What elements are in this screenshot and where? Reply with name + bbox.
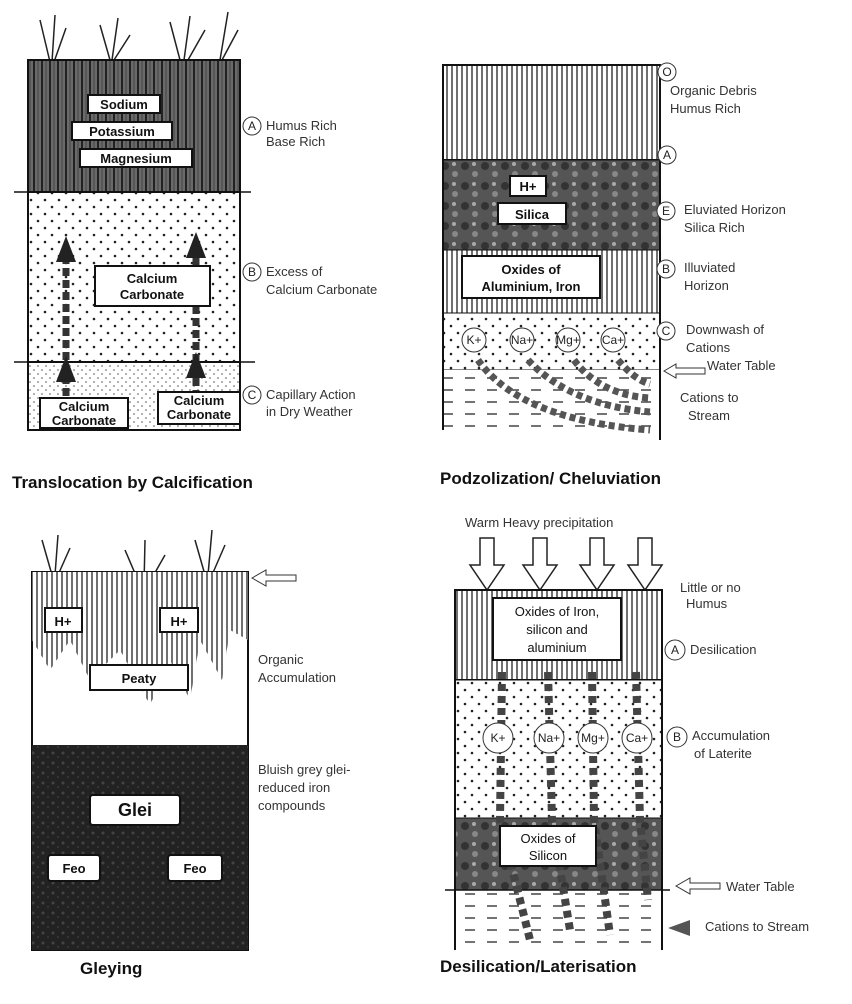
water-table-label: Water Table [707, 358, 776, 373]
horizon-b-label: Excess of [266, 264, 323, 279]
horizon-a-marker: A [671, 643, 679, 657]
stream-label: Cations to Stream [705, 919, 809, 934]
oxides-box: silicon and [526, 622, 587, 637]
arrow-left-icon [674, 877, 721, 895]
horizon-e-marker: E [662, 204, 670, 218]
upward-arrow [62, 255, 200, 420]
horizon-c-marker: C [248, 388, 257, 402]
grass-icon [41, 529, 226, 586]
horizon-b-label: Accumulation [692, 728, 770, 743]
sodium-cation: Na+ [511, 333, 533, 347]
glei-description-label: Bluish grey glei- [258, 762, 351, 777]
oxides-box: Oxides of Iron, [515, 604, 600, 619]
horizon-a-label: Base Rich [266, 134, 325, 149]
panel-title: Translocation by Calcification [12, 473, 253, 492]
hydrogen-ion-box: H+ [520, 179, 537, 194]
calcium-carbonate-label: Carbonate [52, 413, 116, 428]
sodium-cation: Na+ [538, 731, 560, 745]
hydrogen-ion-box: H+ [55, 614, 72, 629]
feo-box: Feo [62, 861, 85, 876]
horizon-c-marker: C [662, 324, 671, 338]
horizon-c-label: Downwash of [686, 322, 764, 337]
horizon-o-label: Humus Rich [670, 101, 741, 116]
magnesium-cation: Mg+ [581, 731, 605, 745]
potassium-box: Potassium [89, 124, 155, 139]
cation-flow [495, 671, 652, 941]
horizon-o-marker: O [662, 65, 671, 79]
calcium-carbonate-label: Calcium [174, 393, 225, 408]
stream-label: Cations to [680, 390, 739, 405]
horizon-b-marker: B [662, 262, 670, 276]
humus-note: Little or no [680, 580, 741, 595]
oxides-box: Aluminium, Iron [482, 279, 581, 294]
panel-podzolization: H+ Silica Oxides of Aluminium, Iron K+ N… [440, 62, 786, 488]
panel-title: Desilication/Laterisation [440, 957, 637, 976]
arrow-left-icon [663, 363, 706, 379]
stream-label: Stream [688, 408, 730, 423]
horizon-e-label: Silica Rich [684, 220, 745, 235]
horizon-c-label: Cations [686, 340, 731, 355]
calcium-carbonate-label: Carbonate [167, 407, 231, 422]
horizon-o-label: Organic Debris [670, 83, 757, 98]
hydrogen-ion-box: H+ [171, 614, 188, 629]
sodium-box: Sodium [100, 97, 148, 112]
water-table-label: Water Table [726, 879, 795, 894]
horizon-e-label: Eluviated Horizon [684, 202, 786, 217]
horizon-a-marker: A [248, 119, 256, 133]
glei-description-label: compounds [258, 798, 326, 813]
grass-icon [39, 11, 239, 63]
glei-description-label: reduced iron [258, 780, 330, 795]
organic-accumulation-label: Organic [258, 652, 304, 667]
silicon-box: Silicon [529, 848, 567, 863]
horizon-c-label: Capillary Action [266, 387, 356, 402]
panel-laterisation: Warm Heavy precipitation Oxides of Iron,… [440, 515, 809, 976]
panel-gleying: H+ H+ Peaty Glei Feo Feo Organic Accumul… [31, 529, 351, 978]
feo-box: Feo [183, 861, 206, 876]
magnesium-cation: Mg+ [556, 333, 580, 347]
potassium-cation: K+ [466, 333, 481, 347]
cation-flow [475, 357, 652, 434]
horizon-c-label: in Dry Weather [266, 404, 353, 419]
organic-accumulation-label: Accumulation [258, 670, 336, 685]
calcium-carbonate-label: Calcium [59, 399, 110, 414]
arrow-left-icon [250, 569, 297, 587]
horizon-b-label: of Laterite [694, 746, 752, 761]
horizon-b-marker: B [248, 265, 256, 279]
silicon-box: Oxides of [521, 831, 576, 846]
horizon-a-label: Humus Rich [266, 118, 337, 133]
glei-box: Glei [118, 800, 152, 820]
potassium-cation: K+ [490, 731, 505, 745]
horizon-b-label: Illuviated [684, 260, 735, 275]
panel-calcification: Sodium Potassium Magnesium Calcium Carbo… [12, 11, 377, 492]
oxides-box: aluminium [527, 640, 586, 655]
magnesium-box: Magnesium [100, 151, 172, 166]
humus-note: Humus [686, 596, 728, 611]
calcium-carbonate-label: Calcium [127, 271, 178, 286]
horizon-b-marker: B [673, 730, 681, 744]
horizon-b-label: Calcium Carbonate [266, 282, 377, 297]
horizon-b-label: Horizon [684, 278, 729, 293]
horizon-a-marker: A [663, 148, 671, 162]
silica-box: Silica [515, 207, 550, 222]
calcium-cation: Ca+ [602, 333, 624, 347]
calcium-carbonate-label: Carbonate [120, 287, 184, 302]
oxides-box: Oxides of [501, 262, 561, 277]
stream-arrow-icon [668, 920, 690, 936]
calcium-cation: Ca+ [626, 731, 648, 745]
panel-title: Gleying [80, 959, 142, 978]
precipitation-label: Warm Heavy precipitation [465, 515, 613, 530]
peaty-box: Peaty [122, 671, 157, 686]
horizon-a-label: Desilication [690, 642, 756, 657]
precipitation-arrow-icon [468, 537, 664, 592]
panel-title: Podzolization/ Cheluviation [440, 469, 661, 488]
